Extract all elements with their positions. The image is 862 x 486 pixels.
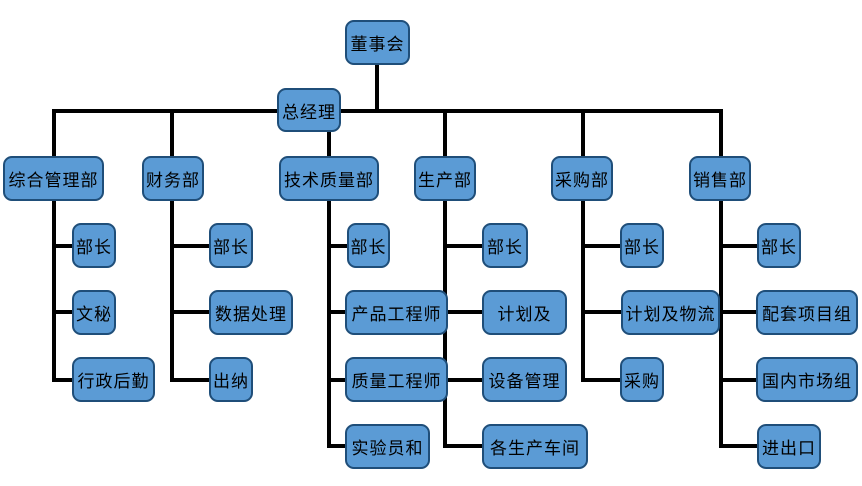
node-supporting-project-group: 配套项目组 — [756, 290, 858, 335]
connector-drop-dept-1 — [170, 109, 174, 156]
node-general-manager: 总经理 — [277, 88, 341, 132]
node-cashier: 出纳 — [209, 357, 253, 402]
connector-stub — [719, 444, 759, 448]
node-sales-minister: 部长 — [757, 223, 801, 268]
node-board-of-directors: 董事会 — [345, 20, 410, 65]
connector-spine-dept-2 — [327, 201, 331, 448]
connector-stub — [443, 244, 484, 248]
connector-drop-dept-0 — [52, 109, 56, 156]
connector-stub — [719, 378, 758, 382]
node-secretary: 文秘 — [72, 290, 116, 335]
node-dept-production: 生产部 — [414, 156, 476, 201]
connector-stub — [170, 310, 211, 314]
connector-stub — [170, 378, 211, 382]
node-dept-finance: 财务部 — [142, 156, 204, 201]
connector-spine-dept-0 — [52, 201, 56, 382]
connector-stub — [52, 310, 74, 314]
node-dept-sales: 销售部 — [689, 156, 751, 201]
node-dept-tech-quality: 技术质量部 — [279, 156, 379, 201]
node-finance-minister: 部长 — [209, 223, 253, 268]
connector-stub — [443, 444, 484, 448]
node-admin-minister: 部长 — [72, 223, 116, 268]
connector-stub — [719, 244, 759, 248]
node-admin-logistics: 行政后勤 — [72, 357, 155, 402]
node-procurement: 采购 — [620, 357, 664, 402]
node-planning-logistics: 计划及物流 — [621, 290, 720, 335]
connector-stub — [327, 444, 347, 448]
connector-spine-dept-5 — [719, 201, 723, 448]
connector-stub — [581, 310, 623, 314]
node-production-minister: 部长 — [482, 223, 528, 268]
node-import-export: 进出口 — [757, 424, 821, 469]
connector-spine-dept-1 — [170, 201, 174, 382]
connector-drop-dept-4 — [581, 109, 585, 156]
connector-stub — [581, 244, 622, 248]
node-planning: 计划及 — [482, 290, 567, 335]
connector-stub — [170, 244, 211, 248]
node-data-processing: 数据处理 — [209, 290, 293, 335]
node-quality-engineer: 质量工程师 — [345, 357, 448, 402]
connector-stub — [327, 310, 347, 314]
node-purchasing-minister: 部长 — [620, 223, 664, 268]
connector-drop-dept-2 — [327, 109, 331, 156]
connector-stub — [327, 244, 349, 248]
connector-stub — [52, 244, 74, 248]
node-lab-staff: 实验员和 — [345, 424, 430, 469]
connector-spine-dept-4 — [581, 201, 585, 382]
node-dept-comprehensive-management: 综合管理部 — [3, 156, 104, 201]
connector-stub — [52, 378, 74, 382]
connector-stub — [581, 378, 622, 382]
node-product-engineer: 产品工程师 — [345, 290, 448, 335]
node-equipment-management: 设备管理 — [482, 357, 567, 402]
connector-board-drop — [375, 64, 379, 113]
connector-stub — [443, 378, 484, 382]
connector-drop-dept-3 — [443, 109, 447, 156]
node-dept-purchasing: 采购部 — [551, 156, 613, 201]
node-production-workshops: 各生产车间 — [482, 424, 588, 469]
connector-drop-dept-5 — [719, 109, 723, 156]
connector-stub — [327, 378, 347, 382]
connector-trunk — [52, 109, 723, 113]
connector-stub — [719, 310, 758, 314]
node-tech-minister: 部长 — [347, 223, 390, 268]
connector-stub — [443, 310, 484, 314]
node-domestic-market-group: 国内市场组 — [756, 357, 858, 402]
